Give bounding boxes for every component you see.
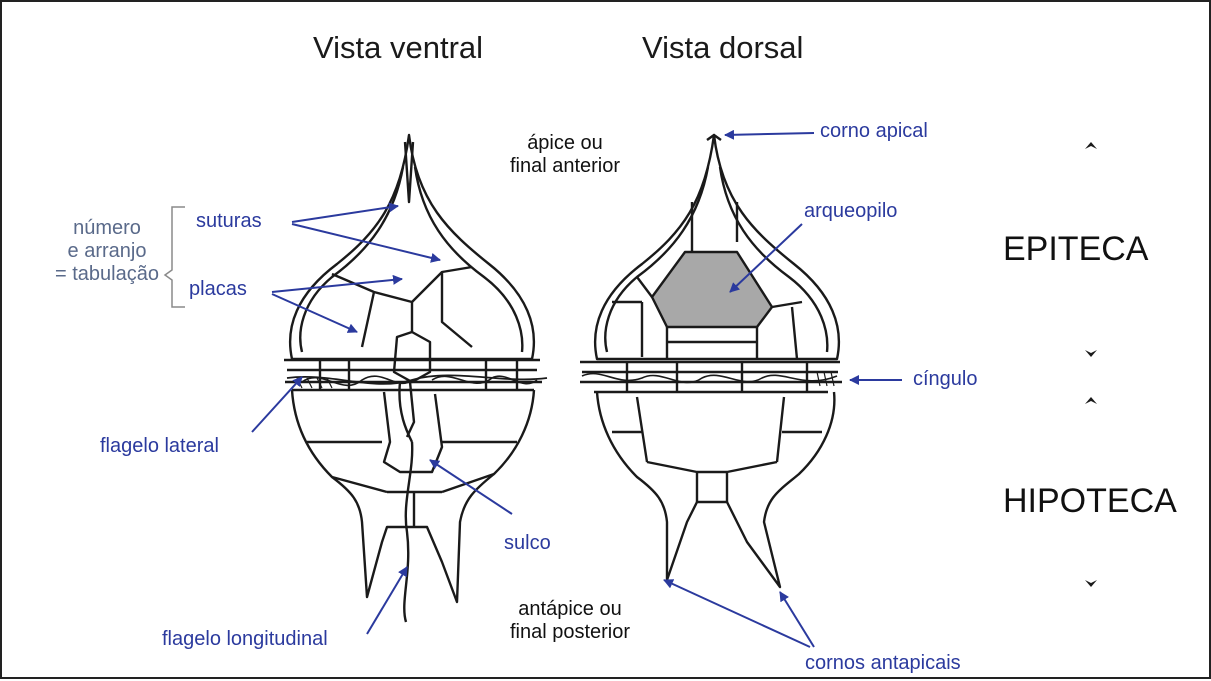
label-sulco: sulco <box>504 532 551 555</box>
antapex-line-2: final posterior <box>490 621 650 644</box>
hipoteca-top-marker <box>1085 397 1097 404</box>
apex-label: ápice ou final anterior <box>490 132 640 178</box>
dorsal-cell <box>580 135 842 587</box>
arrow-cornos-1 <box>664 580 810 647</box>
arrow-placas-1 <box>272 279 402 292</box>
title-dorsal: Vista dorsal <box>642 30 803 66</box>
antapex-label: antápice ou final posterior <box>490 598 650 644</box>
label-cingulo: cíngulo <box>913 368 978 391</box>
tabulation-line-3: = tabulação <box>42 263 172 286</box>
archeopyle-plate <box>652 252 772 327</box>
label-hipoteca: HIPOTECA <box>1003 482 1177 521</box>
label-corno-apical: corno apical <box>820 120 928 143</box>
arrow-suturas-2 <box>292 224 440 260</box>
label-arqueopilo: arqueopilo <box>804 200 897 223</box>
epiteca-top-marker <box>1085 142 1097 149</box>
title-ventral: Vista ventral <box>313 30 483 66</box>
label-flagelo-lateral: flagelo lateral <box>100 435 219 458</box>
arrow-corno-apical <box>725 133 814 135</box>
arrow-cornos-2 <box>780 592 814 647</box>
apex-line-1: ápice ou <box>490 132 640 155</box>
arrow-placas-2 <box>272 294 357 332</box>
antapex-line-1: antápice ou <box>490 598 650 621</box>
hipoteca-bottom-marker <box>1085 580 1097 587</box>
label-suturas: suturas <box>196 210 262 233</box>
arrow-suturas-1 <box>292 206 398 222</box>
tabulation-line-1: número <box>42 217 172 240</box>
label-epiteca: EPITECA <box>1003 230 1148 269</box>
tabulation-label: número e arranjo = tabulação <box>42 217 172 286</box>
label-placas: placas <box>189 278 247 301</box>
apex-line-2: final anterior <box>490 155 640 178</box>
label-cornos-antapicais: cornos antapicais <box>805 652 961 675</box>
epiteca-bottom-marker <box>1085 350 1097 357</box>
label-flagelo-longitudinal: flagelo longitudinal <box>162 628 328 651</box>
tabulation-line-2: e arranjo <box>42 240 172 263</box>
